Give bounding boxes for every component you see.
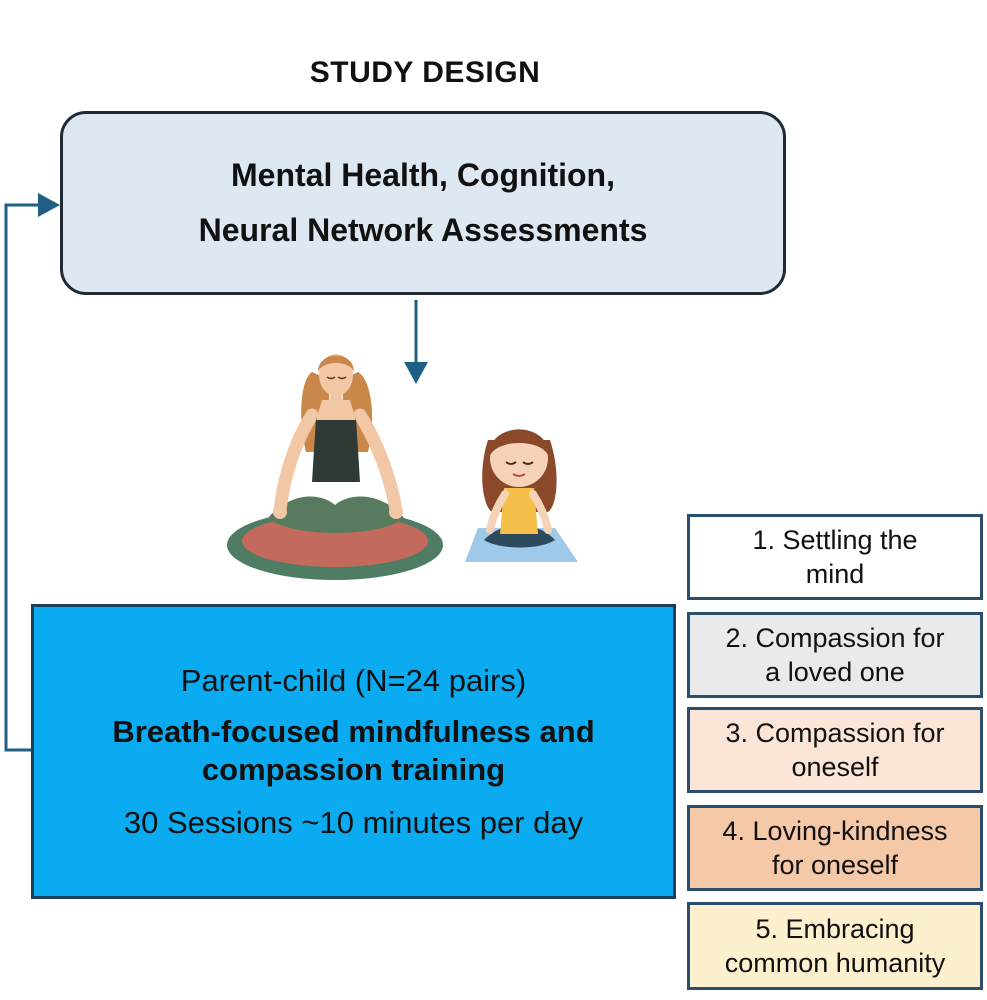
parent-child-meditation-illustration [227, 354, 578, 580]
session-2-line-2: a loved one [765, 657, 905, 687]
session-box-3: 3. Compassion for oneself [687, 707, 983, 793]
training-method-line-2: compassion training [201, 751, 506, 787]
session-1-line-1: 1. Settling the [752, 525, 918, 555]
session-box-5: 5. Embracing common humanity [687, 902, 983, 990]
session-5-line-2: common humanity [724, 948, 946, 978]
training-schedule: 30 Sessions ~10 minutes per day [123, 804, 584, 840]
diagram-title: STUDY DESIGN [309, 56, 541, 89]
session-4-line-1: 4. Loving-kindness [722, 816, 948, 846]
session-box-4: 4. Loving-kindness for oneself [687, 805, 983, 891]
feedback-loop-arrow [4, 203, 48, 752]
session-3-line-2: oneself [791, 752, 879, 782]
session-4-line-2: for oneself [771, 850, 899, 880]
child-torso [500, 488, 538, 534]
session-5-line-1: 5. Embracing [755, 914, 915, 944]
assessment-line-2: Neural Network Assessments [198, 212, 648, 248]
training-method-line-1: Breath-focused mindfulness and [112, 713, 595, 749]
session-1-line-2: mind [805, 559, 865, 589]
down-arrowhead [404, 362, 428, 384]
parent-legs [268, 496, 404, 533]
assessment-line-1: Mental Health, Cognition, [231, 157, 615, 193]
assessment-box: Mental Health, Cognition, Neural Network… [60, 111, 786, 295]
session-2-line-1: 2. Compassion for [725, 623, 945, 653]
parent-head [319, 354, 353, 396]
feedback-arrowhead [38, 193, 60, 217]
session-box-1: 1. Settling the mind [687, 514, 983, 600]
session-box-2: 2. Compassion for a loved one [687, 612, 983, 698]
training-method: Breath-focused mindfulness and compassio… [112, 713, 594, 789]
parent-torso [312, 418, 360, 482]
session-3-line-1: 3. Compassion for [725, 718, 945, 748]
training-box: Parent-child (N=24 pairs) Breath-focused… [31, 604, 676, 899]
training-participants: Parent-child (N=24 pairs) [180, 662, 527, 698]
